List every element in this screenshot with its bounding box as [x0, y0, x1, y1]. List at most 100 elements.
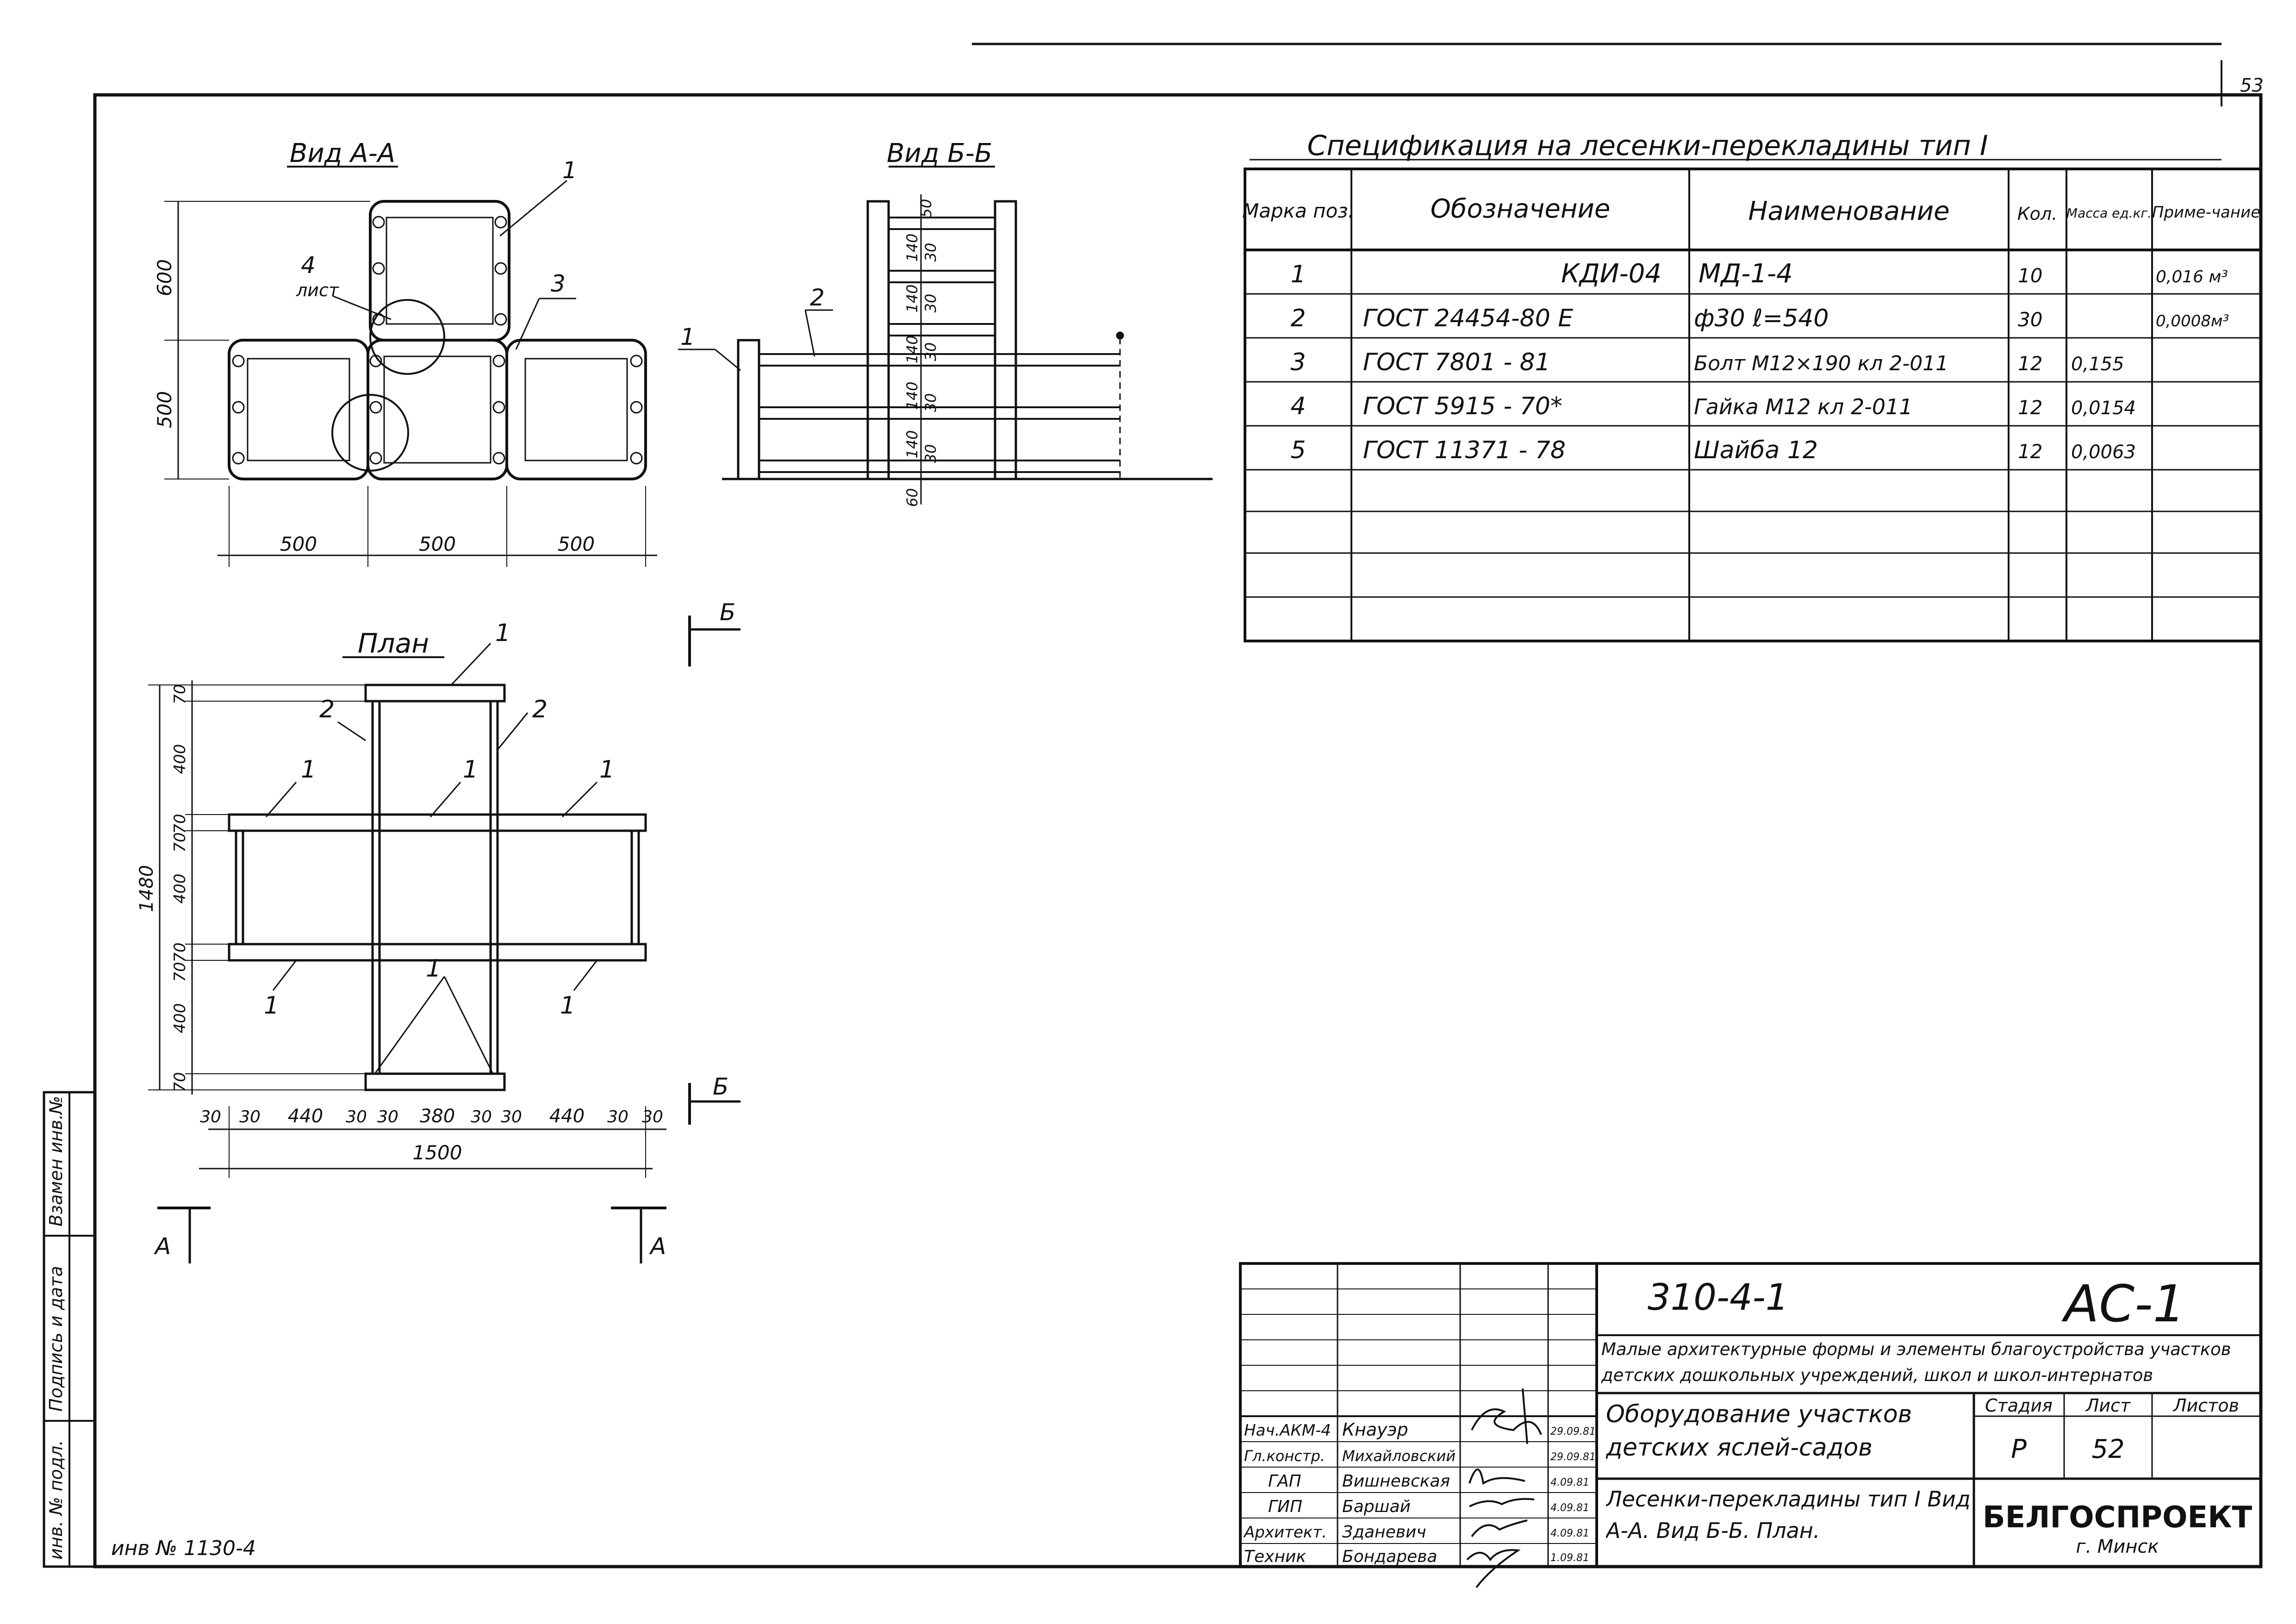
side-stamp-sign: Подпись и дата: [46, 1266, 66, 1412]
section-mark-a-right: А: [649, 1233, 666, 1260]
spec-cell-mark: 1: [1290, 261, 1306, 288]
spec-cell-name: Болт М12×190 кл 2-011: [1694, 352, 1948, 375]
plan-dim-h: 30: [346, 1108, 367, 1126]
view-aa-dim-v: 500: [153, 391, 176, 428]
view-aa-callout: 3: [551, 270, 566, 297]
title-block-main: 310-4-1 АС-1 Малые архитектурные формы и…: [1601, 1274, 2252, 1557]
signature-name: Кнауэр: [1342, 1419, 1408, 1440]
signature-date: 4.09.81: [1550, 1477, 1589, 1488]
project-code: 310-4-1: [1648, 1277, 1788, 1319]
spec-cell-name: ф30 ℓ=540: [1694, 305, 1829, 332]
plan-dim-overall-v: 1480: [136, 865, 157, 912]
spec-cell-qty: 12: [2018, 396, 2042, 419]
plan-title: План: [358, 628, 429, 659]
plan-labels: 70 400 70 70 400 70 70 400 70 1480 30 30…: [136, 599, 735, 1260]
view-aa-labels: 600 500 500 500 500 1 4 лист 3: [153, 157, 595, 555]
plan-dim-h: 30: [642, 1108, 663, 1126]
plan-dim-v: 70: [171, 962, 189, 982]
table-row: 3 ГОСТ 7801 - 81 Болт М12×190 кл 2-011 1…: [1290, 348, 2124, 376]
spec-cell-designation: ГОСТ 24454-80 Е: [1363, 305, 1573, 332]
view-aa-callout-note: лист: [296, 280, 340, 300]
signature-role: ГИП: [1268, 1497, 1302, 1516]
spec-cell-qty: 12: [2018, 352, 2042, 375]
plan-dim-h: 440: [549, 1106, 585, 1127]
view-aa-callout: 1: [562, 157, 577, 184]
signature-date: 29.09.81: [1550, 1451, 1596, 1463]
view-bb: Вид Б-Б: [678, 138, 1213, 504]
view-aa-dim-h: 500: [419, 533, 456, 555]
view-aa: Вид А-А: [164, 138, 657, 567]
signature-role: Техник: [1244, 1547, 1306, 1566]
plan-dim-h: 30: [501, 1108, 522, 1126]
view-aa-title: Вид А-А: [290, 138, 395, 168]
spec-cell-designation: ГОСТ 7801 - 81: [1363, 348, 1550, 376]
view-bb-dim: 30: [922, 444, 940, 463]
spec-cell-mass: 0,0063: [2071, 442, 2136, 463]
plan-dim-v: 70: [171, 942, 189, 962]
organization-city: г. Минск: [2076, 1536, 2159, 1557]
view-bb-labels: 50 140 30 140 30 140 30 140 30 140 30 60…: [680, 199, 940, 507]
plan-dim-v: 400: [171, 744, 189, 774]
plan-callout: 1: [426, 955, 441, 983]
plan-dim-v: 70: [171, 1072, 189, 1092]
sheets-label: Листов: [2172, 1395, 2239, 1416]
signature-name: Вишневская: [1342, 1472, 1450, 1491]
drawing-title-2: Лесенки-перекладины тип I Вид А-А. Вид Б…: [1606, 1487, 1971, 1543]
spec-table-header: Марка поз. Обозначение Наименование Кол.…: [1242, 194, 2260, 226]
stage-label: Стадия: [1985, 1395, 2053, 1416]
plan-view: План: [148, 616, 740, 1263]
inventory-note: инв № 1130-4: [111, 1537, 256, 1560]
plan-dim-v: 70: [171, 832, 189, 852]
view-bb-dim: 140: [903, 430, 921, 458]
spec-table-rows: 1 КДИ-04 МД-1-4 10 0,016 м³ 2 ГОСТ 24454…: [1290, 259, 2229, 464]
view-bb-dim: 30: [922, 243, 940, 262]
organization-name: БЕЛГОСПРОЕКТ: [1983, 1500, 2252, 1535]
spec-cell-designation: КДИ-04: [1561, 259, 1661, 289]
project-description: Малые архитектурные формы и элементы бла…: [1601, 1339, 2231, 1385]
spec-cell-mark: 3: [1290, 348, 1306, 376]
spec-cell-note: 0,0008м³: [2156, 312, 2229, 330]
view-aa-dim-v: 600: [153, 259, 176, 296]
signature-name: Баршай: [1342, 1497, 1411, 1516]
side-stamp-replace: Взамен инв.№: [46, 1096, 66, 1226]
section-mark-b-bottom: Б: [713, 1073, 728, 1100]
signature-date: 4.09.81: [1550, 1502, 1589, 1514]
plan-callout: 1: [301, 756, 316, 784]
drawing-title-1-box: Оборудование участков детских яслей-садо…: [1606, 1400, 1912, 1462]
plan-callout: 2: [319, 696, 335, 723]
signature-role: ГАП: [1268, 1472, 1301, 1491]
spec-cell-qty: 30: [2018, 308, 2042, 331]
side-stamp-inv: инв. № подл.: [46, 1440, 66, 1560]
spec-cell-mark: 4: [1290, 392, 1306, 420]
signature-scribbles: [1466, 1388, 1542, 1588]
spec-header-qty: Кол.: [2017, 204, 2058, 224]
plan-dim-h: 380: [420, 1106, 455, 1127]
title-block-grid: [1239, 1262, 2262, 1568]
table-row: 2 ГОСТ 24454-80 Е ф30 ℓ=540 30 0,0008м³: [1290, 305, 2229, 332]
spec-cell-name: Гайка М12 кл 2-011: [1694, 394, 1913, 419]
signature-date: 4.09.81: [1550, 1528, 1589, 1539]
spec-cell-qty: 10: [2018, 264, 2042, 287]
sheet-label: Лист: [2085, 1395, 2131, 1416]
plan-dim-h: 30: [239, 1108, 261, 1126]
title-block-signatures: Нач.АКМ-4 Кнауэр 29.09.81 Гл.констр. Мих…: [1243, 1419, 1596, 1566]
table-row: 4 ГОСТ 5915 - 70* Гайка М12 кл 2-011 12 …: [1290, 392, 2136, 420]
plan-dim-overall-h: 1500: [413, 1141, 462, 1164]
spec-title: Спецификация на лесенки-перекладины тип …: [1307, 130, 1988, 162]
spec-header-designation: Обозначение: [1431, 194, 1611, 224]
view-aa-callout: 4: [301, 252, 316, 279]
page-number: 53: [2240, 75, 2264, 96]
side-stamp: инв. № подл. Подпись и дата Взамен инв.№: [43, 1091, 96, 1568]
plan-dim-v: 70: [171, 814, 189, 834]
plan-dim-h: 30: [200, 1108, 221, 1126]
view-bb-dim: 30: [922, 294, 940, 313]
drawing-frame: [93, 43, 2263, 1568]
table-row: 1 КДИ-04 МД-1-4 10 0,016 м³: [1290, 259, 2228, 289]
signature-role: Гл.констр.: [1244, 1447, 1325, 1465]
plan-dim-v: 400: [171, 874, 189, 904]
spec-cell-mark: 2: [1290, 305, 1306, 332]
view-bb-dim: 30: [922, 393, 940, 412]
spec-cell-mass: 0,155: [2071, 354, 2124, 375]
spec-cell-mark: 5: [1290, 436, 1306, 464]
